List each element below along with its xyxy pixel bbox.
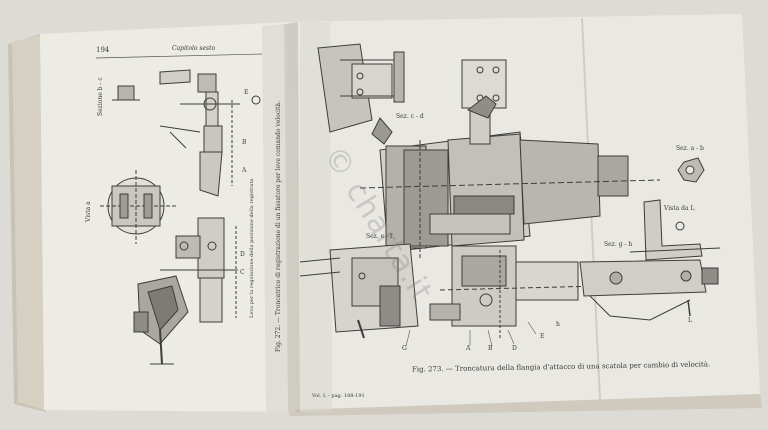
left-letter-D: D xyxy=(240,251,245,258)
right-letter-h: h xyxy=(556,321,560,328)
left-letter-B: B xyxy=(242,139,247,146)
right-letter-D: D xyxy=(512,345,517,352)
left-letter-C: C xyxy=(240,269,245,276)
left-view-label: Vista a xyxy=(85,201,92,222)
left-side-note: Leva per la regolazione della posizione … xyxy=(249,178,255,318)
left-drawing-top xyxy=(112,69,261,197)
page-number: 194 xyxy=(96,46,110,54)
running-head-rule xyxy=(95,53,263,59)
left-section-label: Sezione b - c xyxy=(97,77,104,116)
leader-lines xyxy=(405,321,537,347)
right-page-footer: Vol. I. - pag. 188-191 xyxy=(312,393,365,399)
right-drawing-top-left xyxy=(317,43,405,145)
left-letter-E: E xyxy=(244,89,249,96)
spine-shadow xyxy=(284,22,300,412)
running-head: Capitolo sesto xyxy=(172,45,216,52)
right-drawing-section-gh xyxy=(579,259,719,321)
right-drawing-lower-left xyxy=(299,243,419,339)
right-letter-E: E xyxy=(540,333,545,340)
right-letter-G: G xyxy=(402,345,407,352)
section-ab-label: Sez. a - b xyxy=(676,145,704,152)
right-drawing-lower-middle xyxy=(429,245,601,338)
section-cd-label: Sez. c - d xyxy=(396,113,424,120)
left-figure-caption: Fig. 272. — Troncatrice di registrazione… xyxy=(275,101,282,352)
right-letter-A: A xyxy=(466,345,471,352)
section-gh-label: Sez. g - h xyxy=(604,241,633,248)
right-letter-B: B xyxy=(488,345,493,352)
left-letter-A: A xyxy=(242,167,247,174)
right-drawing-view-L xyxy=(629,199,721,261)
view-L-label: Vista da L xyxy=(664,205,695,212)
right-letter-L: L xyxy=(688,317,692,324)
section-ef-label: Sez. e - f xyxy=(366,233,393,240)
left-drawing-lower xyxy=(133,217,238,365)
left-drawing-middle xyxy=(100,170,176,244)
left-page xyxy=(40,22,296,412)
right-drawing-section-ab xyxy=(677,157,705,183)
right-drawing-main-assembly xyxy=(359,95,661,258)
